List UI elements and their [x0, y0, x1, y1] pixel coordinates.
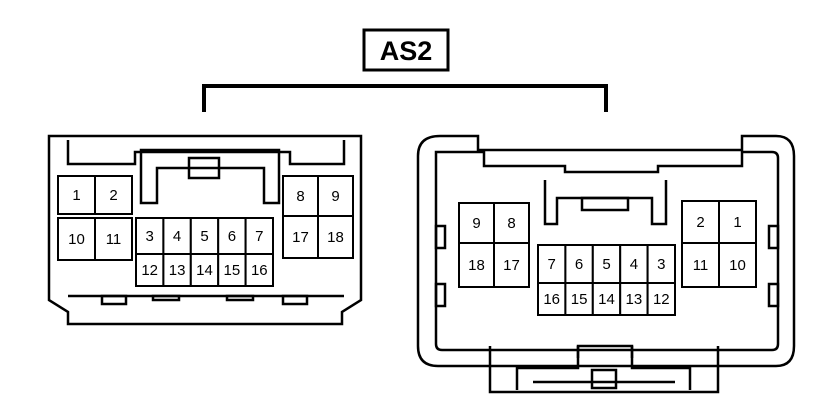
pin-cell: 13 [162, 253, 192, 287]
pin-number: 13 [169, 262, 186, 279]
pin-cell: 10 [718, 242, 757, 288]
pin-number: 6 [228, 228, 236, 245]
pin-number: 1 [72, 187, 80, 204]
pin-cell: 15 [564, 282, 594, 316]
pin-number: 16 [543, 291, 560, 308]
pin-cell: 13 [619, 282, 649, 316]
pin-number: 15 [571, 291, 588, 308]
pin-number: 1 [733, 214, 741, 231]
pin-number: 15 [224, 262, 241, 279]
pin-cell: 16 [244, 253, 275, 287]
pin-cell: 5 [189, 217, 220, 255]
pin-cell: 3 [646, 244, 676, 284]
pin-number: 4 [630, 256, 638, 273]
pin-cell: 15 [217, 253, 247, 287]
pin-cell: 1 [57, 175, 96, 215]
pin-cell: 2 [94, 175, 133, 215]
pin-cell: 14 [591, 282, 622, 316]
pin-cell: 18 [317, 215, 354, 259]
pin-number: 4 [173, 228, 181, 245]
pin-cell: 1 [718, 200, 757, 244]
pin-number: 3 [146, 228, 154, 245]
pin-cell: 17 [282, 215, 319, 259]
pin-number: 7 [548, 256, 556, 273]
pin-cell: 17 [493, 242, 530, 288]
pin-number: 11 [106, 231, 122, 248]
pin-number: 17 [503, 257, 520, 274]
pin-cell: 7 [537, 244, 567, 284]
pin-cell: 8 [493, 202, 530, 244]
pin-cell: 18 [458, 242, 495, 288]
pin-number: 6 [575, 256, 583, 273]
pin-cell: 4 [619, 244, 649, 284]
pin-number: 5 [200, 228, 208, 245]
pin-number: 10 [68, 231, 85, 248]
pin-number: 2 [109, 187, 117, 204]
pin-cell: 10 [57, 217, 96, 261]
pin-number: 14 [196, 262, 213, 279]
pin-cell: 8 [282, 175, 319, 217]
pin-cell: 16 [537, 282, 567, 316]
pin-cell: 3 [135, 217, 165, 255]
pin-number: 8 [296, 188, 304, 205]
pin-cell: 5 [591, 244, 622, 284]
pin-cell: 7 [244, 217, 275, 255]
title-text: AS2 [380, 36, 433, 66]
pin-cell: 11 [94, 217, 133, 261]
pin-number: 10 [729, 257, 746, 274]
pin-number: 9 [331, 188, 339, 205]
pin-cell: 4 [162, 217, 192, 255]
pin-number: 9 [472, 215, 480, 232]
pin-number: 2 [696, 214, 704, 231]
pin-cell: 9 [458, 202, 495, 244]
pin-number: 12 [653, 291, 670, 308]
connector-bracket [202, 84, 608, 112]
pin-cell: 6 [564, 244, 594, 284]
pin-number: 3 [657, 256, 665, 273]
pin-number: 17 [292, 229, 309, 246]
pin-number: 5 [602, 256, 610, 273]
pin-number: 18 [327, 229, 344, 246]
pin-cell: 6 [217, 217, 247, 255]
pin-cell: 11 [681, 242, 720, 288]
pin-number: 12 [141, 262, 158, 279]
pin-number: 18 [468, 257, 485, 274]
right-connector [416, 134, 796, 394]
pin-cell: 12 [135, 253, 165, 287]
pin-cell: 14 [189, 253, 220, 287]
pin-number: 8 [507, 215, 515, 232]
pin-number: 16 [251, 262, 268, 279]
pin-cell: 12 [646, 282, 676, 316]
pin-number: 11 [693, 257, 709, 274]
pin-number: 14 [598, 291, 615, 308]
title-label: AS2 [362, 28, 450, 72]
pin-number: 7 [255, 228, 263, 245]
pin-cell: 9 [317, 175, 354, 217]
pin-number: 13 [626, 291, 643, 308]
left-connector [47, 134, 363, 326]
pin-cell: 2 [681, 200, 720, 244]
